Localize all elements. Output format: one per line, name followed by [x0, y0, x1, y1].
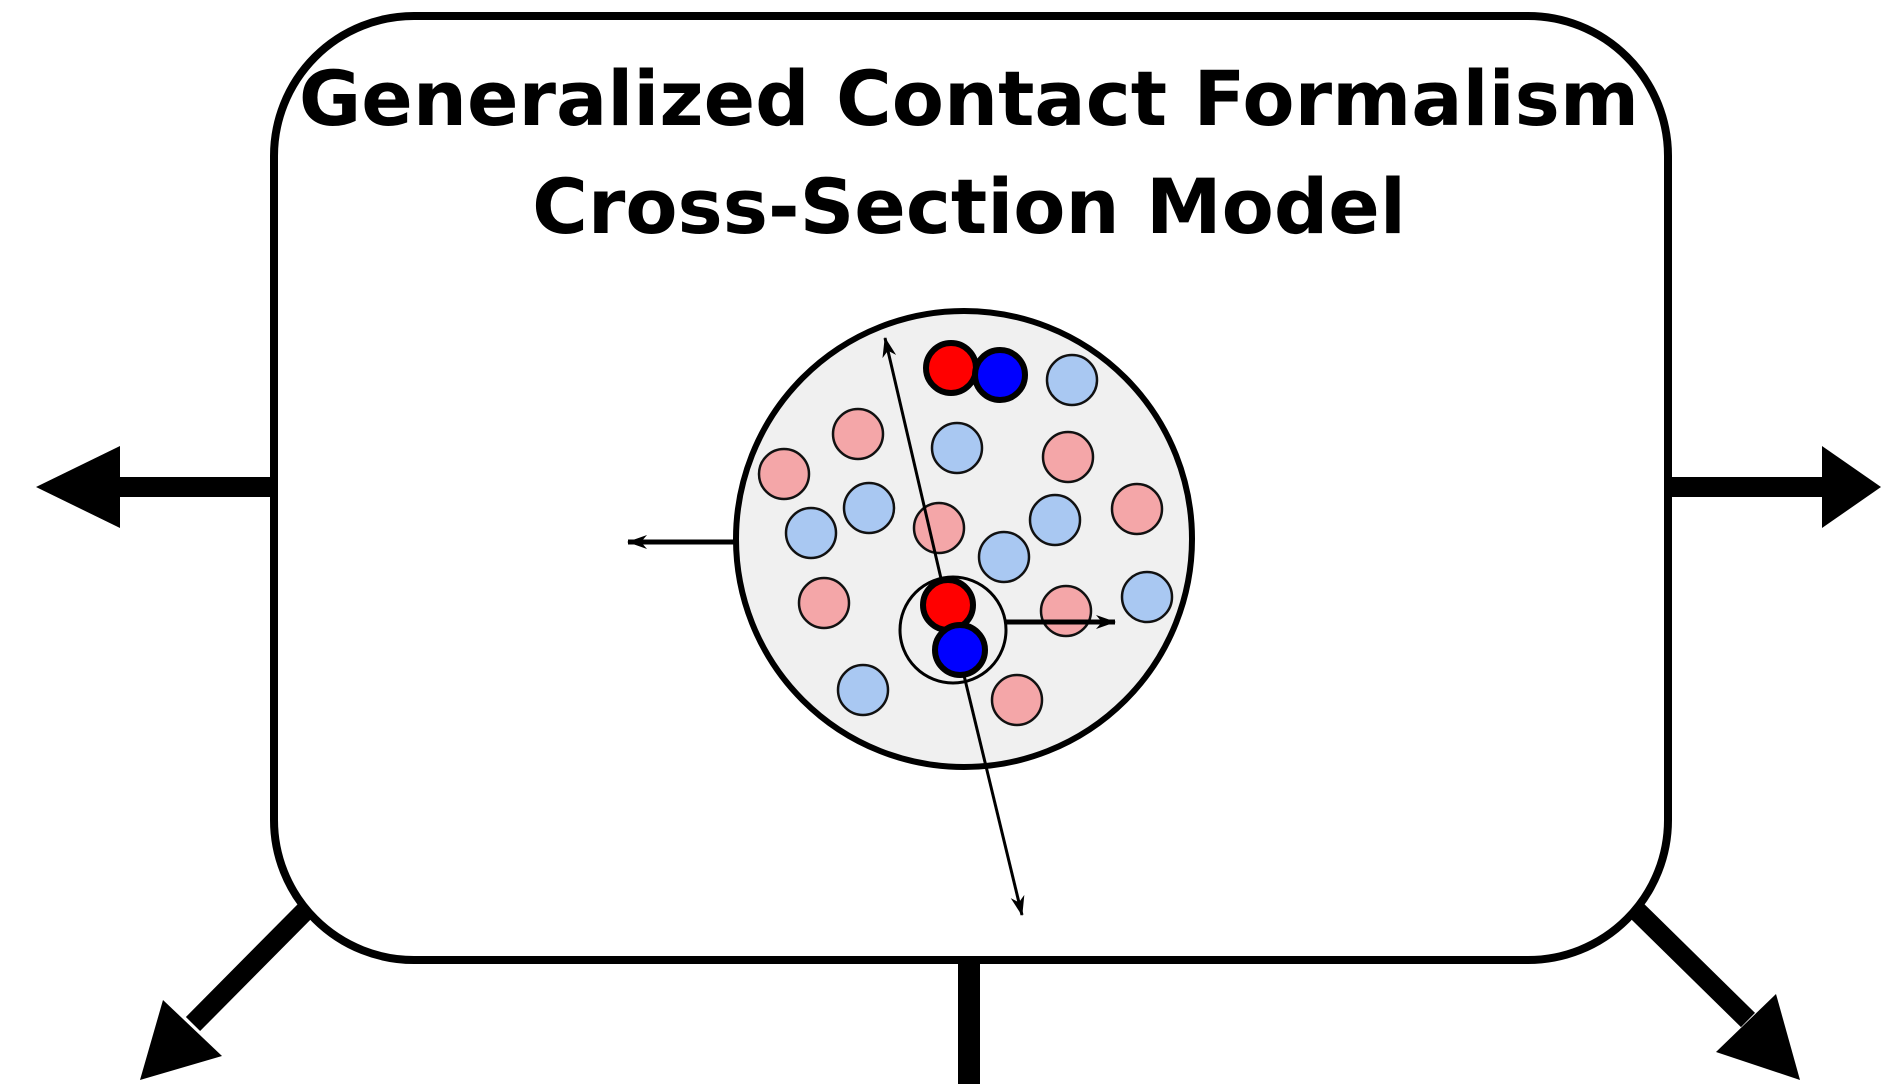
- arrow-right: [1670, 446, 1881, 528]
- neutron: [842, 481, 896, 535]
- title-line-2: Cross-Section Model: [532, 162, 1406, 251]
- neutron-pair: [972, 347, 1028, 403]
- neutron: [836, 663, 890, 717]
- proton: [1110, 482, 1164, 536]
- title-line-1: Generalized Contact Formalism: [299, 54, 1639, 143]
- proton: [797, 576, 851, 630]
- pair-enclosure: [898, 575, 1008, 685]
- neutron-pair: [932, 622, 988, 678]
- proton: [912, 501, 966, 555]
- correlated-pair-top: [923, 340, 1028, 403]
- neutron: [1028, 493, 1082, 547]
- arrow-left: [36, 446, 272, 528]
- neutron: [784, 506, 838, 560]
- proton: [1041, 430, 1095, 484]
- neutron: [1045, 353, 1099, 407]
- proton-pair: [923, 340, 979, 396]
- proton-pair: [920, 577, 976, 633]
- neutron: [1120, 570, 1174, 624]
- arrow-bottom-left: [140, 900, 316, 1080]
- proton: [757, 447, 811, 501]
- arrow-bottom-right: [1626, 900, 1800, 1080]
- neutron: [977, 530, 1031, 584]
- proton: [831, 407, 885, 461]
- proton: [990, 673, 1044, 727]
- correlated-pair-centre: [920, 577, 988, 678]
- neutron: [930, 421, 984, 475]
- proton: [1039, 584, 1093, 638]
